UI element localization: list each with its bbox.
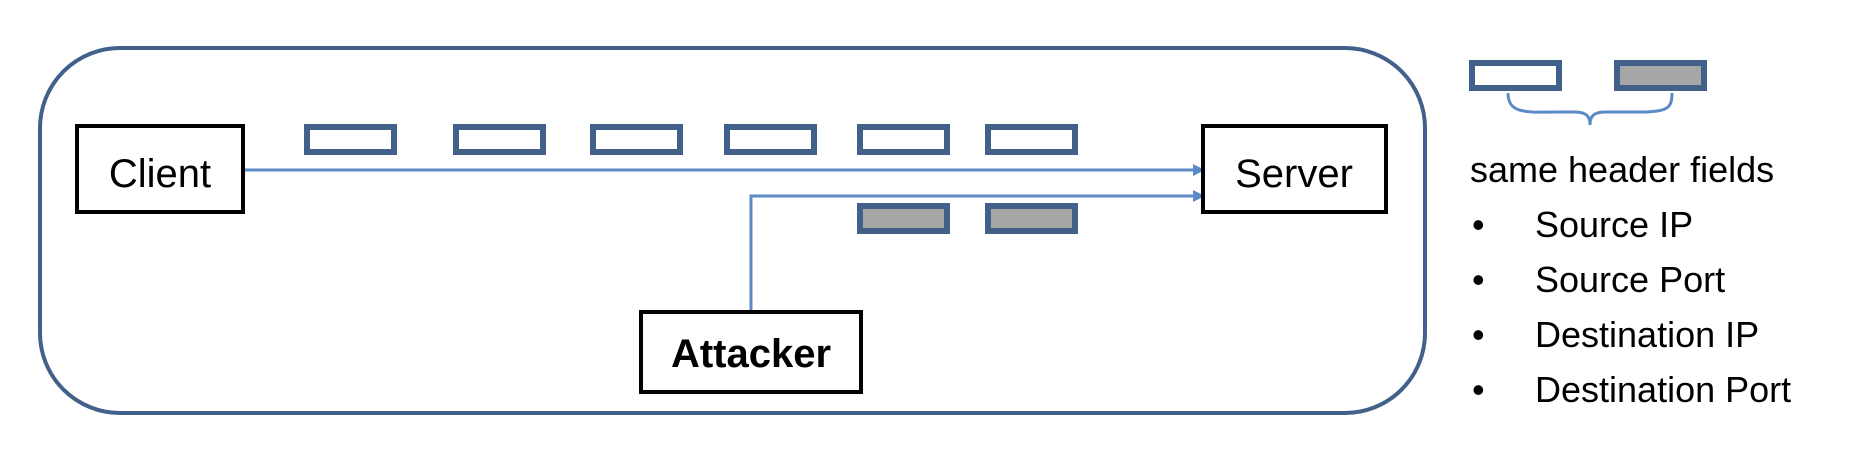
legend-caption: same header fields bbox=[1470, 149, 1774, 190]
attacker-to-server-arrow bbox=[749, 190, 1205, 312]
legend: same header fields • Source IP • Source … bbox=[1469, 60, 1791, 410]
network-boundary bbox=[38, 46, 1427, 415]
attacker-box bbox=[639, 310, 863, 394]
legit-packet bbox=[857, 124, 950, 155]
legend-bullet: • bbox=[1472, 259, 1485, 300]
server-label: Server bbox=[1235, 152, 1353, 196]
legit-packet bbox=[985, 124, 1078, 155]
client-label: Client bbox=[109, 152, 211, 196]
legit-packet bbox=[724, 124, 817, 155]
legend-brace bbox=[1506, 92, 1674, 126]
legend-field-destination-ip: Destination IP bbox=[1535, 314, 1759, 355]
legend-field-destination-port: Destination Port bbox=[1535, 369, 1791, 410]
legit-packet bbox=[304, 124, 397, 155]
legit-packets bbox=[304, 124, 1078, 155]
attacker-node: Attacker bbox=[639, 310, 863, 394]
legend-bullet: • bbox=[1472, 314, 1485, 355]
attacker-label: Attacker bbox=[671, 332, 831, 376]
legend-bullet: • bbox=[1472, 369, 1485, 410]
legit-packet bbox=[590, 124, 683, 155]
legit-packet bbox=[453, 124, 546, 155]
spoofed-packets bbox=[857, 203, 1078, 234]
legend-legit-packet bbox=[1469, 60, 1562, 91]
spoofed-packet bbox=[857, 203, 950, 234]
legend-field-source-port: Source Port bbox=[1535, 259, 1725, 300]
client-box bbox=[75, 124, 245, 214]
server-node: Server bbox=[1201, 124, 1388, 214]
spoofed-packet bbox=[985, 203, 1078, 234]
server-box bbox=[1201, 124, 1388, 214]
legend-field-source-ip: Source IP bbox=[1535, 204, 1693, 245]
client-node: Client bbox=[75, 124, 245, 214]
legend-bullet: • bbox=[1472, 204, 1485, 245]
legend-spoofed-packet bbox=[1614, 60, 1707, 91]
